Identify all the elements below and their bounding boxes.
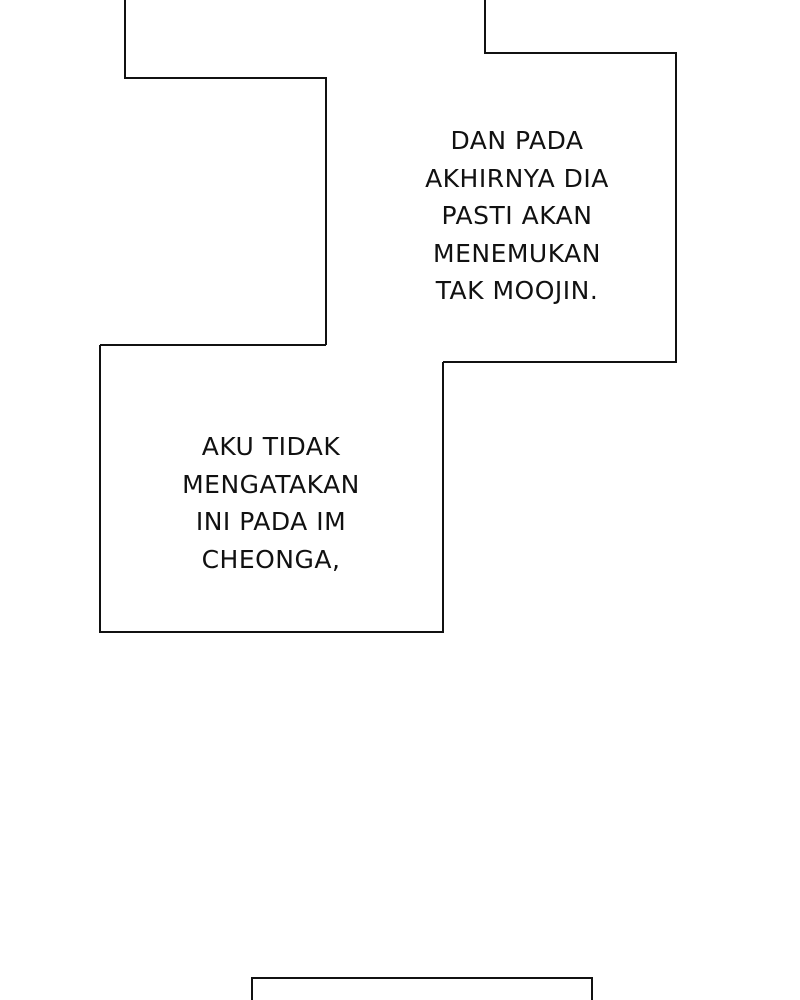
caption-line: PASTI AKAN bbox=[441, 201, 593, 230]
caption-lower-left: AKU TIDAK MENGATAKAN INI PADA IM CHEONGA… bbox=[150, 428, 392, 578]
panel-border-upper-left bbox=[124, 0, 327, 345]
caption-line: MENEMUKAN bbox=[433, 238, 601, 268]
panel-border-upper-right bbox=[443, 0, 677, 363]
caption-line: AKU TIDAK bbox=[201, 432, 341, 461]
caption-line: CHEONGA, bbox=[201, 544, 341, 574]
caption-line: TAK MOOJIN. bbox=[435, 276, 599, 305]
panel-border-next bbox=[251, 977, 593, 1000]
caption-line: MENGATAKAN bbox=[182, 469, 360, 499]
caption-line: AKHIRNYA DIA bbox=[425, 163, 609, 193]
panel-border-lower-left bbox=[99, 344, 444, 633]
caption-line: INI PADA IM bbox=[195, 507, 347, 536]
caption-line: DAN PADA bbox=[450, 126, 584, 155]
caption-upper-right: DAN PADA AKHIRNYA DIA PASTI AKAN MENEMUK… bbox=[402, 122, 632, 310]
